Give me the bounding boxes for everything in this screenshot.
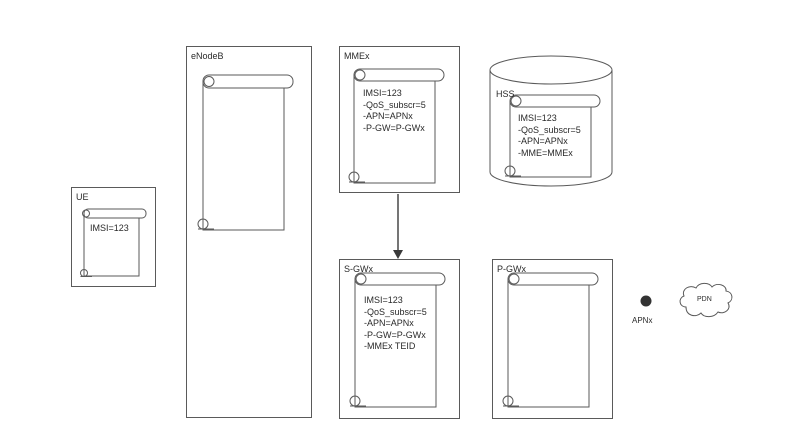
ue-entries: IMSI=123 (90, 223, 129, 235)
hss-cylinder-top (489, 55, 613, 85)
mme-scroll (348, 68, 445, 184)
ue-entry: IMSI=123 (90, 223, 129, 233)
hss-entries: IMSI=123 -QoS_subscr=5 -APN=APNx -MME=MM… (518, 113, 581, 159)
mme-entry: -APN=APNx (363, 111, 413, 121)
sgw-entry: IMSI=123 (364, 295, 403, 305)
pdn-label: PDN (697, 296, 712, 303)
sgw-entry: -MMEx TEID (364, 341, 416, 351)
hss-entry: -MME=MMEx (518, 147, 573, 158)
pdn-cloud (679, 282, 733, 318)
enodeb-title: eNodeB (191, 51, 224, 61)
sgw-entries: IMSI=123 -QoS_subscr=5 -APN=APNx -P-GW=P… (364, 295, 427, 353)
mme-entries: IMSI=123 -QoS_subscr=5 -APN=APNx -P-GW=P… (363, 88, 426, 134)
hss-entry: -QoS_subscr=5 (518, 124, 581, 135)
sgw-entry: -P-GW=P-GWx (364, 329, 426, 340)
ue-title: UE (76, 192, 89, 202)
mme-entry: -QoS_subscr=5 (363, 99, 426, 110)
sgw-entry: -APN=APNx (364, 318, 414, 328)
mme-title: MMEx (344, 51, 370, 61)
hss-title: HSS (496, 89, 515, 99)
sgw-entry: -QoS_subscr=5 (364, 306, 427, 317)
sgw-scroll (349, 272, 446, 408)
mme-entry: IMSI=123 (363, 88, 402, 98)
ue-scroll (80, 208, 147, 277)
apn-label: APNx (632, 316, 653, 325)
pgw-title: P-GWx (497, 264, 526, 274)
hss-entry: IMSI=123 (518, 113, 557, 123)
hss-scroll (504, 94, 601, 178)
apn-dot (640, 295, 652, 307)
mme-entry: -P-GW=P-GWx (363, 122, 425, 133)
sgw-title: S-GWx (344, 264, 373, 274)
pgw-scroll (502, 272, 599, 408)
mme-to-sgw-arrowhead (393, 250, 403, 259)
hss-entry: -APN=APNx (518, 136, 568, 146)
enodeb-scroll (197, 74, 294, 231)
